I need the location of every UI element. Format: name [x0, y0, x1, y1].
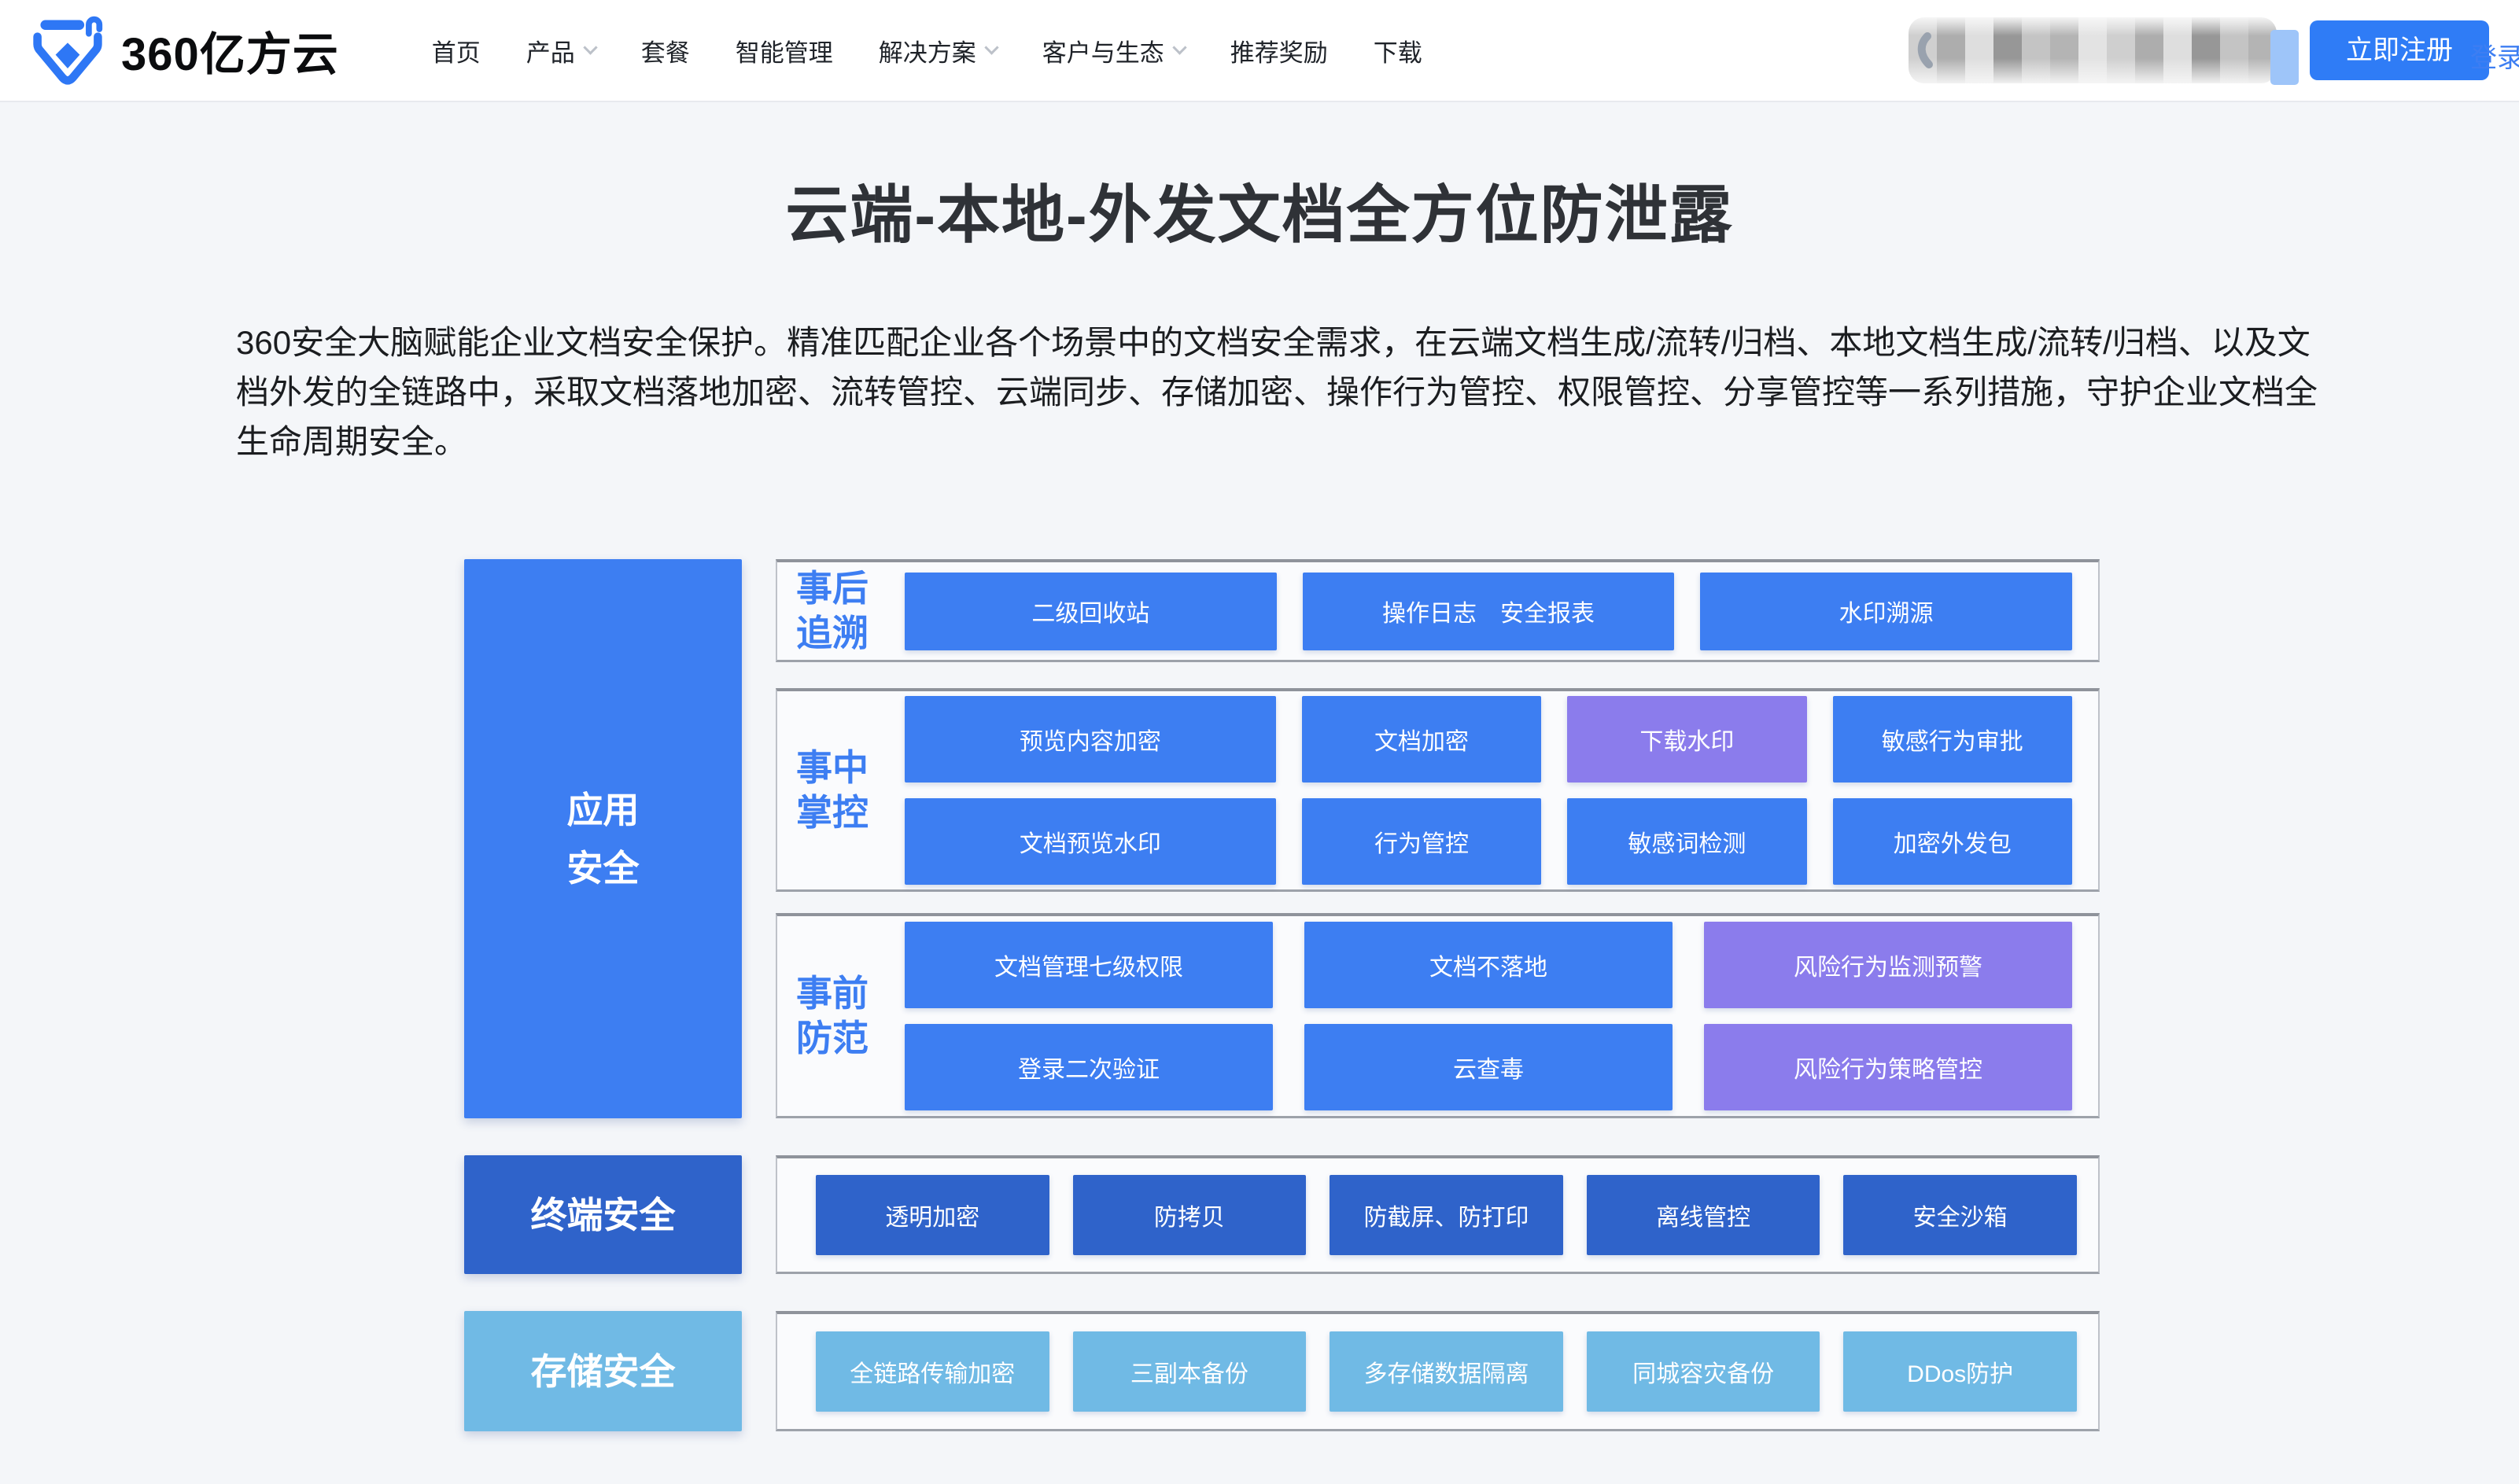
group-label: 事中 掌控 — [796, 747, 869, 833]
feature-box: 文档不落地 — [1304, 922, 1673, 1008]
feature-box: 文档加密 — [1301, 696, 1542, 783]
group-terminal-security: 透明加密 防拷贝 防截屏、防打印 离线管控 安全沙箱 — [776, 1155, 2100, 1274]
feature-box: 敏感词检测 — [1567, 798, 1807, 885]
feature-box: 风险行为监测预警 — [1704, 922, 2072, 1008]
feature-box: 敏感行为审批 — [1832, 696, 2072, 783]
feature-box: 三副本备份 — [1072, 1331, 1307, 1412]
group-post-event-tracing: 事后 追溯 二级回收站 操作日志 安全报表 水印溯源 — [776, 559, 2100, 662]
nav-item-download[interactable]: 下载 — [1373, 39, 1422, 67]
side-label-application-security: 应用 安全 — [464, 559, 742, 1118]
feature-box: 加密外发包 — [1832, 798, 2072, 885]
group-label: 事前 防范 — [796, 973, 869, 1059]
nav-item-plans[interactable]: 套餐 — [640, 39, 690, 67]
feature-box: 预览内容加密 — [905, 696, 1276, 783]
main-nav: 首页 产品 套餐 智能管理 解决方案 客户与生态 推荐奖励 下载 — [432, 33, 1422, 68]
nav-item-products[interactable]: 产品 — [526, 33, 598, 68]
group-label: 事后 追溯 — [796, 568, 869, 654]
chevron-down-icon — [1172, 39, 1187, 55]
feature-box: 登录二次验证 — [905, 1024, 1273, 1110]
feature-box: 云查毒 — [1304, 1024, 1673, 1110]
nav-item-smart-management[interactable]: 智能管理 — [735, 39, 833, 67]
top-navigation-bar: 360亿方云 首页 产品 套餐 智能管理 解决方案 客户与生态 推荐奖励 下载 … — [0, 0, 2519, 102]
feature-box: 防截屏、防打印 — [1330, 1175, 1563, 1255]
group-pre-event-prevention: 事前 防范 文档管理七级权限 文档不落地 风险行为监测预警 登录二次验证 云查毒… — [776, 913, 2100, 1118]
feature-box: 全链路传输加密 — [816, 1331, 1049, 1412]
group-storage-security: 全链路传输加密 三副本备份 多存储数据隔离 同城容灾备份 DDos防护 — [776, 1311, 2100, 1431]
phone-icon — [1916, 31, 1948, 75]
side-label-terminal-security: 终端安全 — [464, 1155, 742, 1274]
chevron-down-icon — [984, 39, 999, 55]
feature-box: 行为管控 — [1301, 798, 1542, 885]
nav-item-referral-rewards[interactable]: 推荐奖励 — [1230, 39, 1328, 67]
feature-box: 防拷贝 — [1072, 1175, 1307, 1255]
logo[interactable]: 360亿方云 — [30, 11, 339, 90]
feature-box: 多存储数据隔离 — [1330, 1331, 1563, 1412]
nav-item-solutions[interactable]: 解决方案 — [879, 33, 999, 68]
login-link[interactable]: 登录 — [2470, 43, 2519, 73]
diagram-groups: 事后 追溯 二级回收站 操作日志 安全报表 水印溯源 事中 掌控 — [776, 559, 2100, 1431]
feature-box: 水印溯源 — [1700, 572, 2073, 650]
feature-box: 二级回收站 — [905, 572, 1277, 650]
page-title: 云端-本地-外发文档全方位防泄露 — [785, 180, 1734, 250]
page-description: 360安全大脑赋能企业文档安全保护。精准匹配企业各个场景中的文档安全需求，在云端… — [236, 324, 2318, 460]
register-button[interactable]: 立即注册 — [2310, 20, 2489, 80]
feature-box: 离线管控 — [1586, 1175, 1820, 1255]
nav-item-home[interactable]: 首页 — [431, 39, 481, 67]
feature-box: 同城容灾备份 — [1586, 1331, 1820, 1412]
group-in-event-control: 事中 掌控 预览内容加密 文档加密 下载水印 敏感行为审批 文档预览水印 行为管… — [776, 688, 2100, 892]
page-body: 云端-本地-外发文档全方位防泄露 360安全大脑赋能企业文档安全保护。精准匹配企… — [0, 102, 2519, 1431]
feature-box: 透明加密 — [816, 1175, 1049, 1255]
nav-item-customers-ecosystem[interactable]: 客户与生态 — [1042, 33, 1187, 68]
logo-text: 360亿方云 — [121, 29, 339, 80]
diagram-side-labels: 应用 安全 终端安全 存储安全 — [464, 559, 742, 1431]
feature-box: DDos防护 — [1843, 1331, 2077, 1412]
side-label-storage-security: 存储安全 — [464, 1311, 742, 1431]
feature-box: 安全沙箱 — [1843, 1175, 2077, 1255]
feature-box: 下载水印 — [1567, 696, 1807, 783]
feature-box: 操作日志 安全报表 — [1302, 572, 1675, 650]
chevron-down-icon — [583, 39, 598, 55]
blur-fragment — [2270, 30, 2299, 85]
security-matrix-diagram: 应用 安全 终端安全 存储安全 事后 追溯 二级回收站 操作日志 安全报表 水印… — [464, 559, 2100, 1431]
feature-box: 文档预览水印 — [905, 798, 1276, 885]
feature-box: 风险行为策略管控 — [1704, 1024, 2072, 1110]
blurred-phone-number — [1909, 17, 2277, 83]
header-right-cluster: 立即注册 — [1909, 17, 2489, 83]
feature-box: 文档管理七级权限 — [905, 922, 1273, 1008]
logo-shield-pen-icon — [30, 11, 105, 90]
